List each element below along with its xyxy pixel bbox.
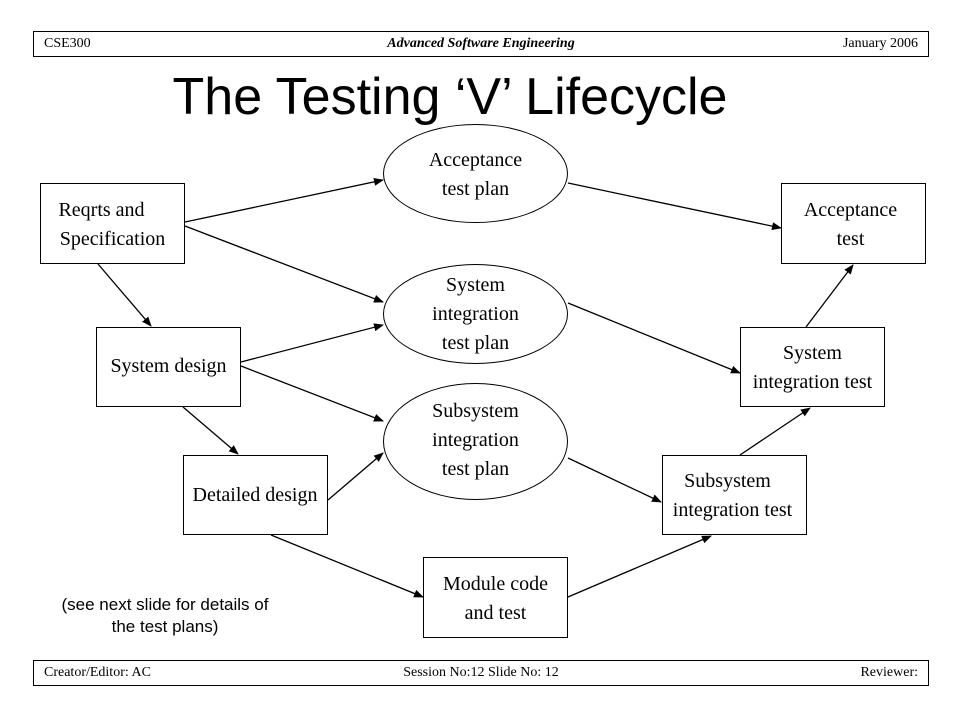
- sysint-test-label: System integration test: [752, 342, 873, 393]
- arrow-reqs-to-system-design: [97, 263, 152, 327]
- acceptance-plan-label: Acceptance test plan: [428, 149, 523, 200]
- system-design-box: [96, 327, 241, 407]
- arrow-sysdesign-to-sysint-plan: [240, 323, 384, 363]
- reqs-label: Reqrts and Specification: [58, 199, 166, 250]
- test-plans-note: (see next slide for details of the test …: [61, 595, 269, 636]
- arrow-sysint-test-to-acceptance-test: [805, 264, 854, 328]
- arrow-reqs-to-sysint-plan: [184, 225, 384, 303]
- reqs-box: [40, 183, 185, 264]
- arrow-module-to-subint-test: [567, 535, 712, 598]
- subint-plan-ellipse: [383, 383, 568, 500]
- arrow-sysint-plan-to-sysint-test: [567, 302, 741, 374]
- slide-footer: Creator/Editor: AC Session No:12 Slide N…: [33, 660, 929, 686]
- acceptance-test-box: [781, 183, 926, 264]
- detailed-design-box: [183, 455, 328, 535]
- arrow-acceptance-plan-to-acceptance-test: [567, 182, 782, 231]
- arrow-subint-plan-to-subint-test: [567, 457, 662, 503]
- header-date: January 2006: [842, 36, 918, 51]
- arrow-reqs-to-acceptance-plan: [184, 177, 384, 223]
- arrow-sysdesign-to-subint-plan: [240, 365, 384, 422]
- sysint-plan-ellipse: [383, 264, 568, 364]
- footer-creator: Creator/Editor: AC: [44, 665, 151, 680]
- detailed-design-label: Detailed design: [192, 484, 318, 506]
- footer-reviewer: Reviewer:: [860, 665, 918, 680]
- subint-test-label: Subsystem integration test: [672, 470, 793, 521]
- subint-plan-label: Subsystem integration test plan: [432, 400, 519, 480]
- acceptance-test-label: Acceptance test: [803, 199, 898, 250]
- module-label: Module code and test: [443, 573, 548, 624]
- subint-test-box: [662, 455, 807, 535]
- sysint-plan-label: System integration test plan: [432, 274, 519, 354]
- arrow-sysdesign-to-detailed-design: [182, 406, 239, 455]
- system-design-label: System design: [110, 355, 227, 377]
- footer-session: Session No:12 Slide No: 12: [403, 665, 559, 680]
- sysint-test-box: [740, 327, 885, 407]
- arrow-detailed-to-module: [270, 534, 424, 598]
- arrow-detailed-to-subint-plan: [327, 452, 384, 501]
- acceptance-plan-ellipse: [383, 124, 568, 223]
- module-box: [423, 557, 568, 638]
- header-course: CSE300: [44, 36, 91, 51]
- slide-title: The Testing ‘V’ Lifecycle: [172, 68, 728, 126]
- arrow-subint-test-to-sysint-test: [739, 407, 811, 456]
